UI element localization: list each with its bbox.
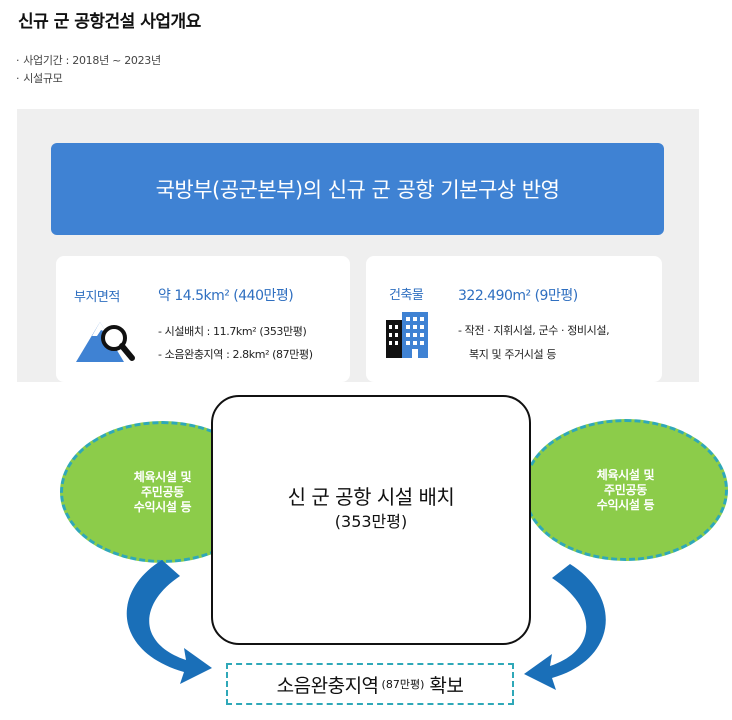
info-scale: ·시설규모 xyxy=(16,70,63,86)
site-area-label: 부지면적 xyxy=(74,290,120,305)
facility-diagram: 체육시설 및 주민공동 수익시설 등 체육시설 및 주민공동 수익시설 등 신 … xyxy=(52,382,728,720)
right-ellipse-text: 체육시설 및 주민공동 수익시설 등 xyxy=(596,467,655,512)
building-card: 건축물 322.490m² (9만평) - 작전 · 지휘시설, 군수 · 정비… xyxy=(366,256,662,382)
building-value: 322.490m² (9만평) xyxy=(458,288,578,304)
noise-buffer-box: 소음완충지역(87만평) 확보 xyxy=(226,663,514,705)
info-period: ·사업기간 : 2018년 ~ 2023년 xyxy=(16,52,161,68)
center-main-text: 신 군 공항 시설 배치 xyxy=(287,485,455,509)
banner-text: 국방부(공군본부)의 신규 군 공항 기본구상 반영 xyxy=(155,178,560,202)
noise-small-text: (87만평) xyxy=(381,678,425,691)
scale-text: 시설규모 xyxy=(23,72,63,85)
banner: 국방부(공군본부)의 신규 군 공항 기본구상 반영 xyxy=(51,143,664,235)
new-airport-facility-box: 신 군 공항 시설 배치 (353만평) xyxy=(211,395,531,645)
right-facility-ellipse: 체육시설 및 주민공동 수익시설 등 xyxy=(523,419,728,561)
period-text: 사업기간 : 2018년 ~ 2023년 xyxy=(23,54,161,67)
site-detail-1: - 시설배치 : 11.7km² (353만평) xyxy=(158,325,307,338)
mountain-magnifier-icon xyxy=(76,322,135,362)
bullet: · xyxy=(16,72,20,85)
right-curved-arrow xyxy=(524,564,606,690)
curved-arrows xyxy=(126,560,606,690)
site-detail-2: - 소음완충지역 : 2.8km² (87만평) xyxy=(158,348,313,361)
page-title: 신규 군 공항건설 사업개요 xyxy=(18,12,201,32)
building-detail-1: - 작전 · 지휘시설, 군수 · 정비시설, xyxy=(458,324,610,337)
left-curved-arrow xyxy=(126,560,212,684)
building-icon xyxy=(386,312,428,358)
center-sub-text: (353만평) xyxy=(334,512,408,531)
building-detail-2: 복지 및 주거시설 등 xyxy=(469,348,557,361)
noise-main-text: 소음완충지역 xyxy=(276,674,379,697)
left-ellipse-text: 체육시설 및 주민공동 수익시설 등 xyxy=(133,469,192,514)
site-area-card: 부지면적 약 14.5km² (440만평) - 시설배치 : 11.7km² … xyxy=(56,256,350,382)
noise-suffix-text: 확보 xyxy=(429,674,464,697)
site-area-value: 약 14.5km² (440만평) xyxy=(158,288,294,304)
building-label: 건축물 xyxy=(389,288,424,303)
bullet: · xyxy=(16,54,20,67)
